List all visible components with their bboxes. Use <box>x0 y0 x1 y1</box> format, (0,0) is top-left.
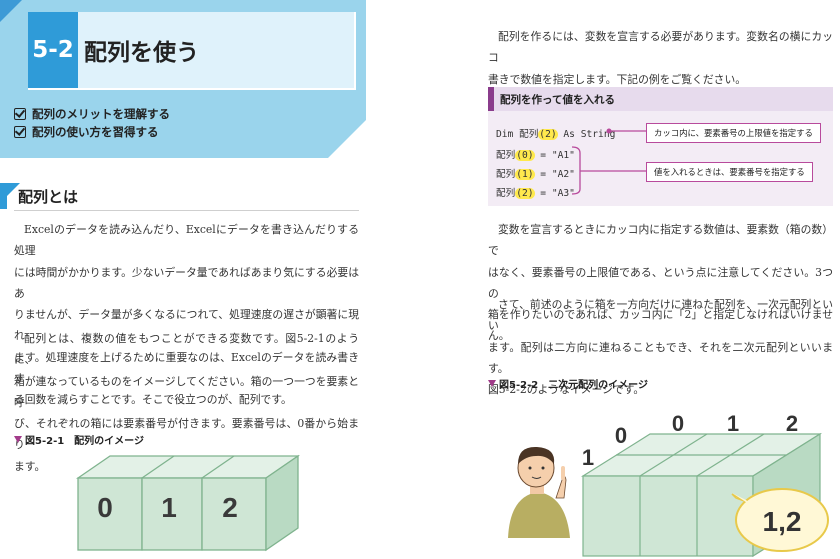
text-line: 箱を作りたいのであれば、カッコ内に「2」と指定しなければいけません。 <box>488 308 833 343</box>
paragraph: さて、前述のように箱を一方向だけに連ねた配列を、一次元配列といい ます。配列は二… <box>488 294 833 400</box>
box-divider <box>201 455 235 479</box>
figure-caption-text: 図5-2-2 二次元配列のイメージ <box>499 380 648 391</box>
code-text: 配列 <box>496 188 516 199</box>
person-hair <box>518 446 555 464</box>
code-index-highlight: (2) <box>538 129 558 140</box>
section-marker-corner <box>7 183 20 196</box>
goal-item: 配列のメリットを理解する <box>14 106 170 122</box>
text-line: ます。処理速度を上げるために重要なのは、Excelのデータを読み書きす <box>14 350 359 386</box>
array-side-face <box>265 454 299 552</box>
paragraph: 変数を宣言するときにカッコ内に指定する数値は、要素数（箱の数）で はなく、要素番… <box>488 219 833 347</box>
section-title: 配列とは <box>18 188 79 206</box>
row-label: 1 <box>582 445 594 470</box>
array-box-0 <box>77 477 143 551</box>
callout-declare: カッコ内に、要素番号の上限値を指定する <box>646 123 821 143</box>
code-index-highlight: (2) <box>515 188 535 199</box>
goal-text: 配列の使い方を習得する <box>32 125 159 139</box>
code-line: 配列(2) = "A3" <box>496 185 575 199</box>
person-pointing-hand <box>555 476 567 499</box>
code-index-highlight: (1) <box>515 169 535 180</box>
bubble-label: 1,2 <box>763 506 802 537</box>
text-line: 変数を宣言するときにカッコ内に指定する数値は、要素数（箱の数）で <box>488 223 833 258</box>
box-label: 0 <box>97 492 113 523</box>
goal-text: 配列のメリットを理解する <box>32 107 170 121</box>
connector-dot <box>606 128 612 134</box>
code-line: 配列(1) = "A2" <box>496 166 575 180</box>
chapter-number: 5-2 <box>28 12 78 88</box>
column-label: 0 <box>672 411 684 436</box>
checkbox-icon <box>14 108 26 120</box>
figure-caption: 図5-2-1 配列のイメージ <box>14 432 144 447</box>
text-line: び、それぞれの箱には要素番号が付きます。要素番号は、0番から始まり <box>14 417 359 452</box>
text-line: 配列とは、複数の値をもつことができる変数です。図5-2-1のように、 <box>14 332 359 367</box>
bracket <box>571 146 581 195</box>
text-line: ます。 <box>14 459 46 473</box>
text-line: 箱が連なっているものをイメージしてください。箱の一つ一つを要素と呼 <box>14 374 359 409</box>
grid-line <box>639 433 708 477</box>
section-marker <box>0 183 7 209</box>
array-box-2 <box>201 477 267 551</box>
box-label: 2 <box>222 492 238 523</box>
paragraph: 配列とは、複数の値をもつことができる変数です。図5-2-1のように、 箱が連なっ… <box>14 328 359 477</box>
text-line: 書きで数値を指定します。下記の例をご覧ください。 <box>488 72 747 86</box>
paragraph: 配列を作るには、変数を宣言する必要があります。変数名の横にカッコ 書きで数値を指… <box>488 26 833 90</box>
column-label: 2 <box>786 411 798 436</box>
box-divider <box>141 455 175 479</box>
section-divider <box>14 210 359 211</box>
text-line: はなく、要素番号の上限値である、という点に注意してください。3つの <box>488 265 833 300</box>
code-text: = "A3" <box>534 188 575 199</box>
chapter-title: 配列を使う <box>84 40 199 66</box>
code-text: = "A2" <box>534 169 575 180</box>
text-line: には時間がかかります。少ないデータ量であればあまり気にする必要はあ <box>14 265 359 300</box>
code-text: As String <box>557 129 616 140</box>
checkbox-icon <box>14 126 26 138</box>
caption-triangle-icon <box>14 436 22 443</box>
two-dimensional-array-figure: 1 0 0 1 2 1,2 <box>508 411 829 558</box>
text-line: さて、前述のように箱を一方向だけに連ねた配列を、一次元配列といい <box>488 298 833 333</box>
grid-line <box>696 433 765 477</box>
text-line: 配列を作るには、変数を宣言する必要があります。変数名の横にカッコ <box>488 30 833 65</box>
chapter-title-background <box>78 12 354 88</box>
figure-caption-text: 図5-2-1 配列のイメージ <box>25 436 144 447</box>
caption-triangle-icon <box>488 380 496 387</box>
person-body <box>508 492 570 538</box>
array-box-1 <box>141 477 203 551</box>
code-line-declare: Dim 配列(2) As String <box>496 126 615 140</box>
figure-caption: 図5-2-2 二次元配列のイメージ <box>488 376 648 391</box>
code-box-header-bar <box>488 87 494 111</box>
text-line: ます。配列は二方向に連ねることもでき、それを二次元配列といいます。 <box>488 340 833 375</box>
text-line: りませんが、データ量が多くなるにつれて、処理速度の遅さが顕著に現れ <box>14 308 359 343</box>
code-text: 配列 <box>496 150 516 161</box>
index-bubble: 1,2 <box>731 488 829 552</box>
code-text: Dim 配列 <box>496 129 539 140</box>
callout-assign: 値を入れるときは、要素番号を指定する <box>646 162 813 182</box>
box-label: 1 <box>161 492 177 523</box>
text-line: る回数を減らすことです。そこで役立つのが、配列です。 <box>14 393 292 407</box>
one-dimensional-array-figure: 0 1 2 <box>75 454 300 552</box>
row-label: 0 <box>615 423 627 448</box>
text-line: 図5-2-2のようなイメージです。 <box>488 383 645 397</box>
callout-connectors <box>571 128 646 195</box>
grid-front-face <box>582 475 754 557</box>
code-box-header <box>488 87 833 111</box>
code-text: = "A1" <box>534 150 575 161</box>
code-box-title: 配列を作って値を入れる <box>500 94 615 106</box>
code-index-highlight: (0) <box>515 150 535 161</box>
goal-item: 配列の使い方を習得する <box>14 124 159 140</box>
code-text: 配列 <box>496 169 516 180</box>
person-illustration <box>508 446 570 538</box>
code-line: 配列(0) = "A1" <box>496 147 575 161</box>
paragraph: Excelのデータを読み込んだり、Excelにデータを書き込んだりする処理 には… <box>14 219 359 411</box>
text-line: Excelのデータを読み込んだり、Excelにデータを書き込んだりする処理 <box>14 223 359 258</box>
banner-corner <box>0 0 22 22</box>
bubble-shape <box>735 488 829 552</box>
column-label: 1 <box>727 411 739 436</box>
array-top-face <box>75 455 300 479</box>
